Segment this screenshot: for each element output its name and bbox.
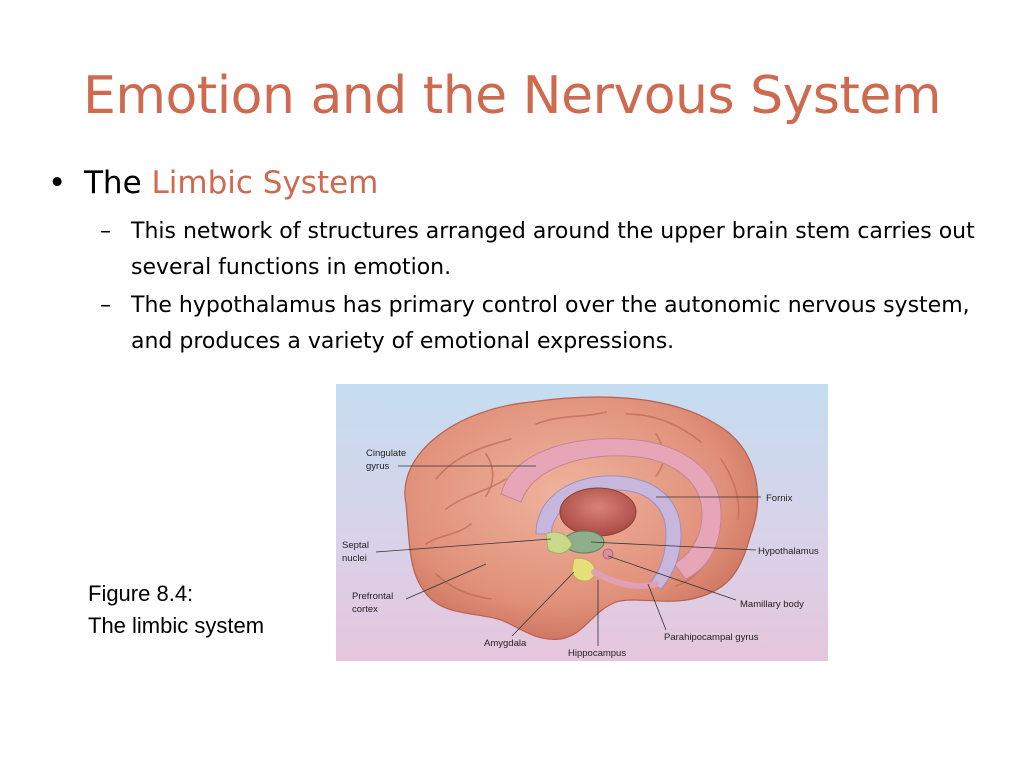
label-cingulate-2: gyrus: [366, 461, 389, 472]
sub-bullet-text: This network of structures arranged arou…: [131, 219, 975, 280]
bullet-highlight: Limbic System: [151, 165, 379, 201]
brain-illustration: Cingulate gyrus Fornix Septal nuclei Hyp…: [336, 384, 828, 661]
thalamus: [559, 487, 637, 537]
label-hippocampus: Hippocampus: [568, 648, 626, 659]
bullet-prefix: The: [84, 165, 142, 201]
slide-title: Emotion and the Nervous System: [82, 66, 942, 126]
label-hypothalamus: Hypothalamus: [758, 546, 819, 557]
label-parahippocampal: Parahipocampal gyrus: [664, 632, 759, 643]
sub-bullet-1: – This network of structures arranged ar…: [100, 214, 980, 286]
limbic-system-figure: Cingulate gyrus Fornix Septal nuclei Hyp…: [336, 384, 828, 661]
label-prefrontal-1: Prefrontal: [352, 591, 393, 602]
label-cingulate-1: Cingulate: [366, 448, 406, 459]
figure-caption: Figure 8.4: The limbic system: [88, 578, 264, 642]
label-amygdala: Amygdala: [484, 638, 527, 649]
cingulate-gyrus: [500, 438, 722, 580]
label-septal-2: nuclei: [342, 553, 367, 564]
fornix: [535, 475, 682, 590]
caption-line-2: The limbic system: [88, 613, 265, 638]
sub-bullet-dash: –: [100, 219, 111, 244]
main-bullet: • The Limbic System: [48, 162, 378, 204]
gyri-lines: [425, 411, 740, 600]
amygdala: [571, 557, 596, 582]
sub-bullet-text: The hypothalamus has primary control ove…: [131, 293, 970, 354]
caption-line-1: Figure 8.4:: [88, 581, 194, 606]
bullet-dot: •: [48, 165, 67, 201]
leader-lines: [375, 465, 761, 646]
septal-nuclei-shape: [545, 531, 573, 554]
label-mamillary: Mamillary body: [740, 599, 804, 610]
sub-bullet-2: – The hypothalamus has primary control o…: [100, 288, 980, 360]
label-septal-1: Septal: [342, 540, 369, 551]
label-prefrontal-2: cortex: [352, 604, 378, 615]
hippocampus: [591, 569, 659, 589]
sub-bullet-dash: –: [100, 293, 111, 318]
label-fornix: Fornix: [766, 493, 793, 504]
